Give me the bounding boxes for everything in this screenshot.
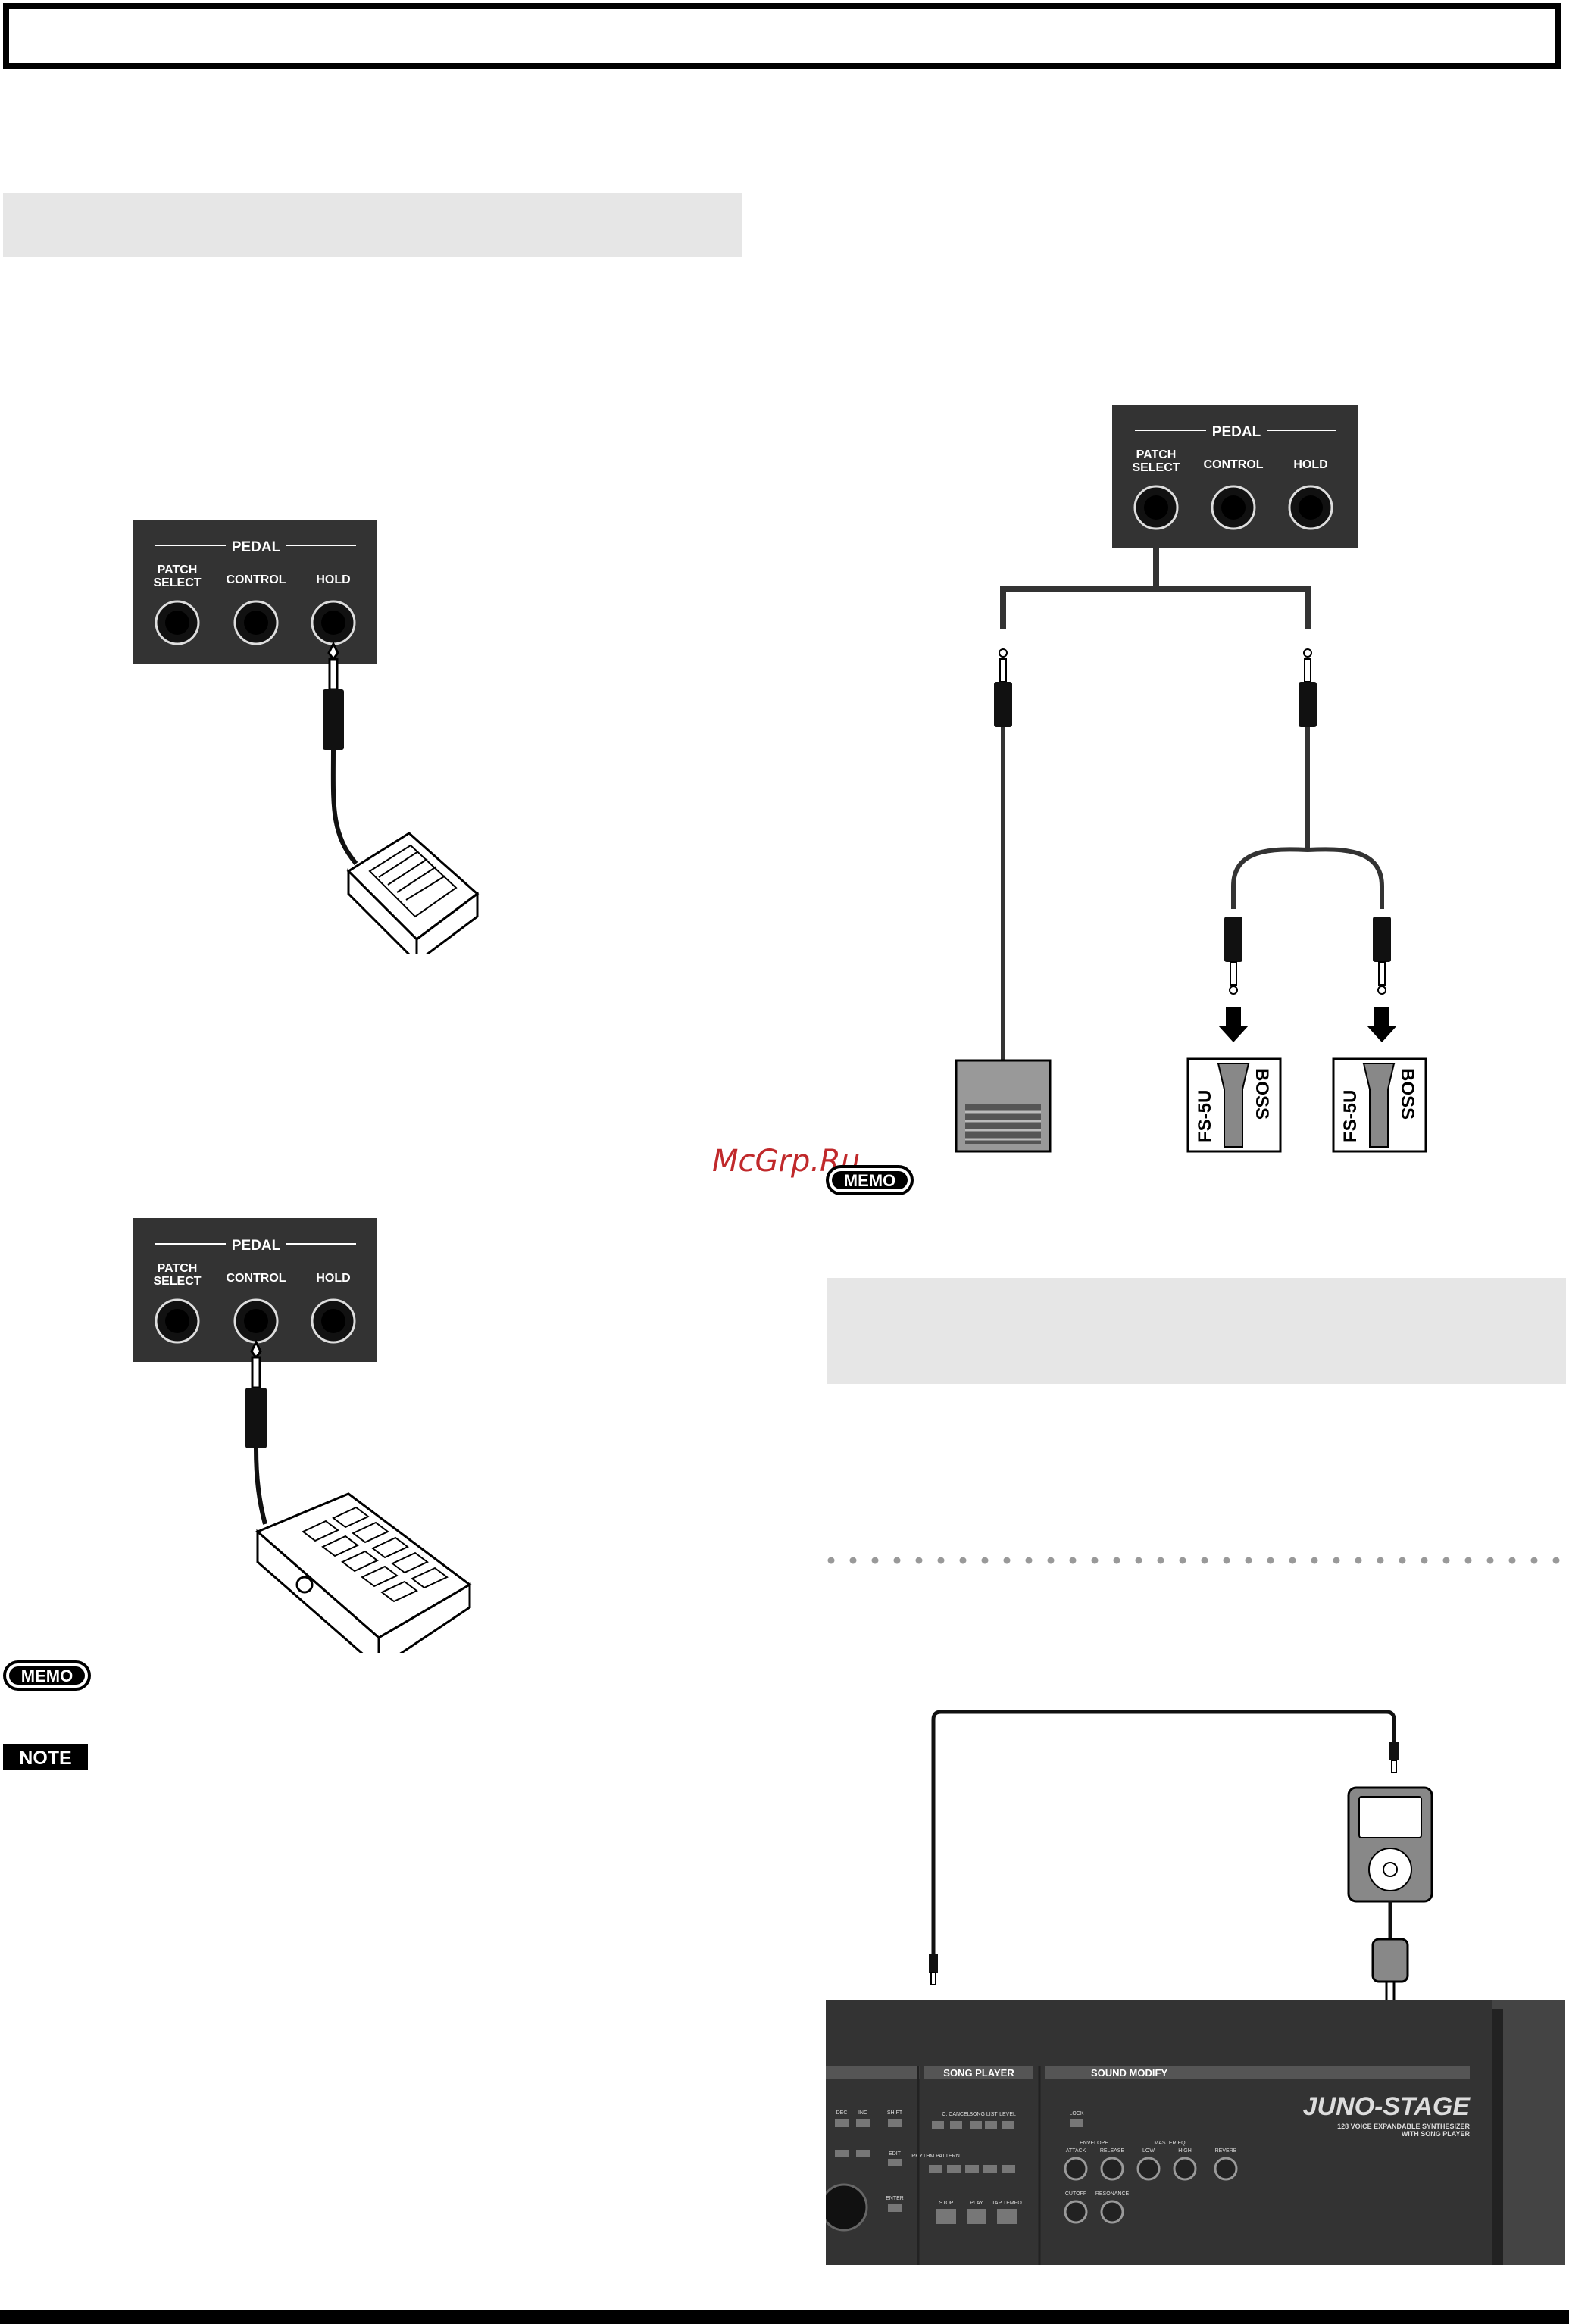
jack-label-control: CONTROL bbox=[226, 573, 286, 586]
jack-hold bbox=[311, 600, 356, 645]
jack-patch-select bbox=[155, 600, 200, 645]
jack-label-control: CONTROL bbox=[1203, 458, 1263, 471]
jack-control bbox=[233, 600, 279, 645]
footswitch-boss-1: FS-5U BOSS bbox=[1186, 1057, 1282, 1153]
jack-control bbox=[233, 1298, 279, 1344]
plug-right bbox=[1299, 648, 1317, 727]
audio-player-connection-diagram: SONG PLAYER SOUND MODIFY JUNO-STAGE 128 … bbox=[826, 1710, 1565, 2265]
knob-resonance: RESONANCE bbox=[1095, 2191, 1130, 2197]
jack-label-hold: HOLD bbox=[1293, 458, 1327, 471]
btn-inc: INC bbox=[858, 2110, 867, 2116]
btn-shift: SHIFT bbox=[887, 2110, 903, 2116]
boss-brand-label: BOSS bbox=[1252, 1068, 1272, 1120]
note-badge: NOTE bbox=[3, 1744, 88, 1770]
btn-level: LEVEL bbox=[999, 2112, 1016, 2117]
mini-plug-top bbox=[1389, 1742, 1399, 1773]
memo-badge-left: MEMO bbox=[3, 1660, 91, 1691]
memo-label: MEMO bbox=[21, 1666, 73, 1685]
juno-stage-logo: JUNO-STAGE bbox=[1303, 2092, 1471, 2121]
group-envelope: ENVELOPE bbox=[1080, 2141, 1108, 2146]
btn-edit: EDIT bbox=[889, 2151, 902, 2157]
fs5u-model-label: FS-5U bbox=[1195, 1090, 1215, 1142]
jack-patch-select bbox=[155, 1298, 200, 1344]
jack-patch-select bbox=[1133, 485, 1179, 530]
boss-brand-label: BOSS bbox=[1397, 1068, 1417, 1120]
tagline-2: WITH SONG PLAYER bbox=[1402, 2130, 1471, 2138]
footswitch-generic bbox=[955, 1059, 1052, 1153]
note-label: NOTE bbox=[19, 1748, 71, 1769]
jack-label-hold: HOLD bbox=[316, 1272, 350, 1285]
footswitch-boss-2: FS-5U BOSS bbox=[1332, 1057, 1427, 1153]
section-song-player: SONG PLAYER bbox=[943, 2067, 1014, 2079]
section-heading-band-right bbox=[827, 1278, 1566, 1384]
expression-pedal bbox=[255, 1492, 472, 1653]
portable-audio-player bbox=[1347, 1786, 1433, 1903]
panel-title: PEDAL bbox=[1212, 424, 1261, 440]
section-sound-modify: SOUND MODIFY bbox=[1091, 2067, 1167, 2079]
keyboard-panel: SONG PLAYER SOUND MODIFY JUNO-STAGE 128 … bbox=[826, 2000, 1565, 2265]
usb-adapter bbox=[1371, 1938, 1409, 1983]
dotted-separator bbox=[827, 1557, 1566, 1564]
group-master-eq: MASTER EQ bbox=[1154, 2141, 1186, 2146]
jack-label-control: CONTROL bbox=[226, 1272, 286, 1285]
memo-label: MEMO bbox=[844, 1171, 895, 1190]
jack-hold bbox=[311, 1298, 356, 1344]
btn-dec: DEC bbox=[836, 2110, 848, 2116]
btn-stop: STOP bbox=[939, 2201, 954, 2206]
btn-enter: ENTER bbox=[886, 2196, 904, 2201]
btn-rhythm-pattern: RHYTHM PATTERN bbox=[911, 2154, 960, 2159]
knob-low: LOW bbox=[1142, 2148, 1155, 2154]
panel-title: PEDAL bbox=[232, 1238, 281, 1254]
jack-hold bbox=[1288, 485, 1333, 530]
fs5u-model-label: FS-5U bbox=[1340, 1090, 1361, 1142]
value-dial bbox=[826, 2183, 868, 2232]
arrow-down-icon bbox=[1218, 1007, 1249, 1042]
btn-play: PLAY bbox=[970, 2201, 983, 2206]
knob-attack: ATTACK bbox=[1066, 2148, 1086, 2154]
plug-y-right bbox=[1373, 917, 1391, 995]
footswitch-pedal bbox=[346, 832, 480, 954]
btn-c-cancel: C. CANCEL bbox=[942, 2112, 970, 2117]
mini-plug-keyboard bbox=[929, 1954, 938, 1985]
btn-tap-tempo: TAP TEMPO bbox=[992, 2201, 1022, 2206]
knob-reverb: REVERB bbox=[1215, 2148, 1237, 2154]
page-header-frame bbox=[3, 3, 1561, 69]
plug-left bbox=[994, 648, 1012, 727]
knob-release: RELEASE bbox=[1100, 2148, 1125, 2154]
btn-song-list: SONG LIST bbox=[969, 2112, 998, 2117]
knob-cutoff: CUTOFF bbox=[1065, 2191, 1086, 2197]
panel-title: PEDAL bbox=[232, 539, 281, 555]
jack-control bbox=[1211, 485, 1256, 530]
btn-lock: LOCK bbox=[1069, 2111, 1083, 2116]
knob-high: HIGH bbox=[1178, 2148, 1192, 2154]
page-footer-bar bbox=[0, 2310, 1569, 2324]
memo-badge-right: MEMO bbox=[826, 1165, 914, 1195]
jack-label-hold: HOLD bbox=[316, 573, 350, 586]
arrow-down-icon bbox=[1367, 1007, 1397, 1042]
section-heading-band-left bbox=[3, 193, 742, 257]
plug-y-left bbox=[1224, 917, 1242, 995]
tagline-1: 128 VOICE EXPANDABLE SYNTHESIZER bbox=[1337, 2123, 1470, 2130]
